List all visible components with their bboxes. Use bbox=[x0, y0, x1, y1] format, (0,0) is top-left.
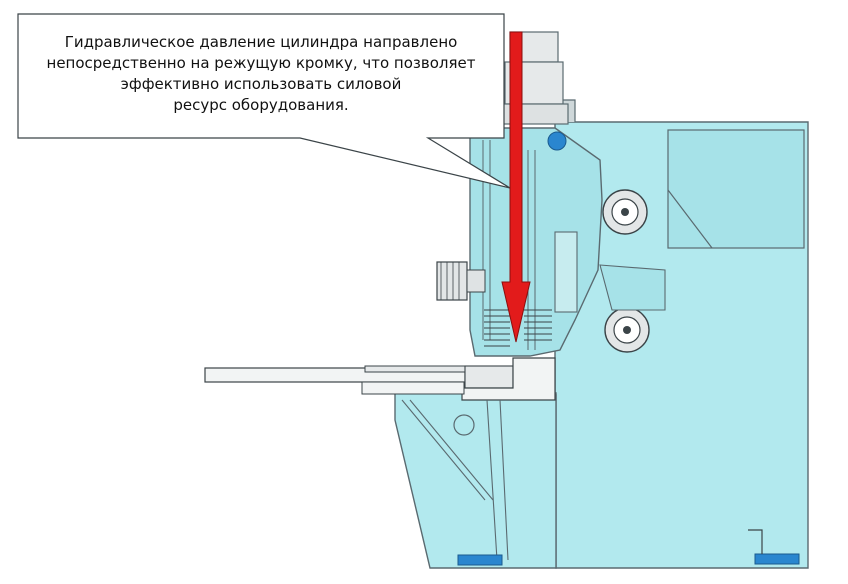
callout-line-3: эффективно использовать силовой bbox=[120, 75, 402, 93]
callout-box bbox=[17, 13, 511, 189]
guide-right bbox=[527, 150, 536, 350]
frame-hole bbox=[453, 414, 475, 436]
table-plate bbox=[364, 365, 466, 373]
table-edge bbox=[361, 381, 465, 395]
front-support bbox=[464, 365, 514, 389]
side-motor bbox=[436, 261, 486, 301]
spring-left bbox=[484, 309, 510, 347]
callout-line-1: Гидравлическое давление цилиндра направл… bbox=[64, 33, 458, 51]
lower-frame-leg bbox=[394, 392, 557, 569]
housing-bevel bbox=[667, 189, 713, 249]
callout-line-4: ресурс оборудования. bbox=[173, 96, 349, 114]
housing-window bbox=[667, 129, 805, 249]
vertical-strut bbox=[486, 399, 509, 561]
right-foot bbox=[754, 553, 800, 565]
force-arrow bbox=[501, 31, 531, 343]
upper-roller bbox=[602, 189, 648, 235]
left-foot bbox=[457, 554, 503, 566]
lower-roller bbox=[604, 307, 650, 353]
blade bbox=[554, 231, 578, 313]
wedge bbox=[599, 264, 666, 311]
lower-blade-block bbox=[461, 357, 556, 401]
pivot-pin bbox=[547, 131, 567, 151]
anchor-bolt bbox=[748, 529, 763, 554]
diagonal-brace bbox=[401, 399, 494, 501]
spring-right bbox=[524, 309, 552, 341]
callout-text: Гидравлическое давление цилиндра направл… bbox=[18, 14, 504, 138]
callout-line-2: непосредственно на режущую кромку, что п… bbox=[46, 54, 476, 72]
